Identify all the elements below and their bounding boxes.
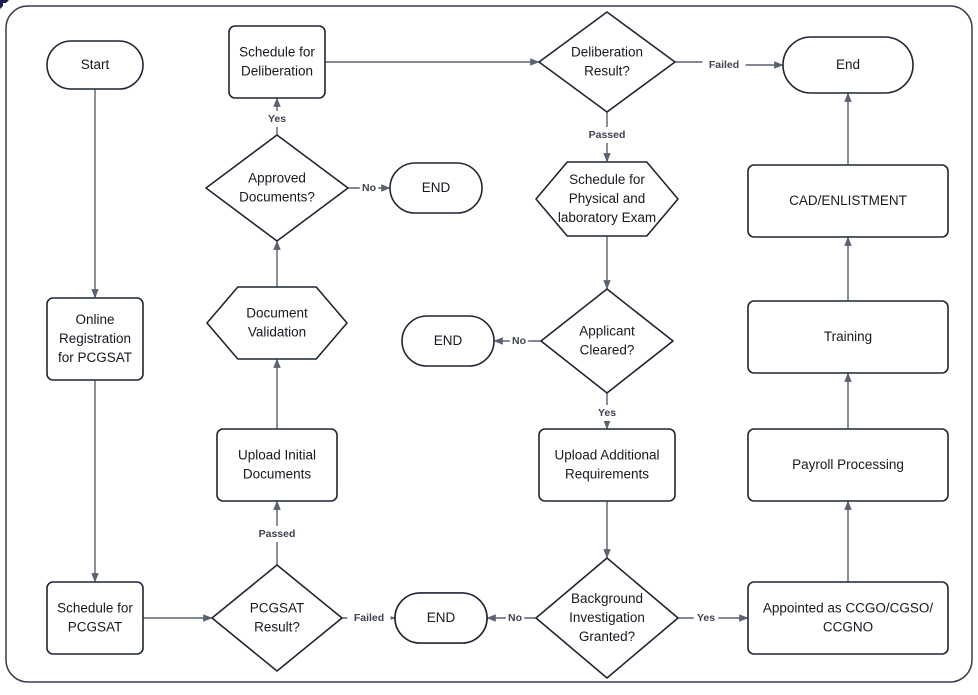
edge-label-bg_invest-appointed: Yes — [697, 612, 715, 624]
edge-label-bg — [359, 180, 379, 196]
node-cad[interactable]: CAD/ENLISTMENT — [747, 164, 949, 238]
node-shape-process — [46, 297, 144, 381]
node-shape-decision — [538, 11, 676, 113]
node-label-end_cleared: END — [434, 333, 463, 348]
edge-label-bg — [347, 610, 391, 626]
node-end_cleared[interactable]: END — [401, 315, 495, 367]
edge-label-app_cleared-upload_addl: Yes — [598, 407, 616, 419]
node-shape-process — [538, 428, 676, 502]
edge-label-approved_doc-end_docs: No — [362, 182, 376, 194]
edge-label-bg — [505, 610, 525, 626]
node-shape-process — [228, 25, 326, 99]
edge-label-app_cleared-end_cleared: No — [512, 335, 526, 347]
edge-label-bg — [509, 333, 529, 349]
diagram-frame — [5, 5, 973, 683]
node-shape-process — [747, 581, 949, 655]
node-label-training: Training — [824, 329, 872, 344]
node-label-appointed: Appointed as CCGO/CGSO/CCGNO — [763, 600, 934, 634]
node-label-payroll: Payroll Processing — [792, 457, 904, 472]
node-end_final[interactable]: End — [782, 36, 914, 94]
node-shape-process — [747, 164, 949, 238]
node-shape-process — [216, 428, 338, 502]
node-shape-terminator — [401, 315, 495, 367]
node-payroll[interactable]: Payroll Processing — [747, 428, 949, 502]
edge-label-approved_doc-sched_delib: Yes — [268, 113, 286, 125]
node-shape-decision — [205, 134, 349, 242]
edge-label-pcgsat_res-end_pcgsat: Failed — [354, 612, 384, 624]
node-label-start: Start — [81, 57, 110, 72]
node-shape-terminator — [394, 592, 488, 644]
corner-mark-icon — [0, 0, 9, 9]
edge-label-delib_res-sched_exam: Passed — [589, 129, 626, 141]
node-start[interactable]: Start — [46, 40, 144, 90]
node-shape-terminator — [389, 162, 483, 214]
node-shape-decision — [211, 564, 343, 672]
node-shape-terminator — [782, 36, 914, 94]
node-shape-decision — [535, 557, 679, 679]
node-label-end_docs: END — [422, 180, 451, 195]
edge-label-bg — [255, 526, 299, 542]
node-end_docs[interactable]: END — [389, 162, 483, 214]
edge-label-bg — [693, 610, 719, 626]
node-shape-decision — [540, 288, 674, 394]
edge-label-bg — [264, 111, 290, 127]
edge-label-bg — [702, 57, 746, 73]
node-training[interactable]: Training — [747, 300, 949, 374]
node-shape-hexagon — [535, 161, 679, 237]
edge-label-bg_invest-end_bg: No — [508, 612, 522, 624]
edge-label-bg — [594, 405, 620, 421]
node-shape-terminator — [46, 40, 144, 90]
node-label-end_final: End — [836, 57, 860, 72]
node-shape-hexagon — [206, 286, 348, 360]
edge-label-bg — [585, 127, 629, 143]
node-shape-process — [747, 300, 949, 374]
node-end_bg[interactable]: END — [394, 592, 488, 644]
node-shape-process — [747, 428, 949, 502]
node-label-cad: CAD/ENLISTMENT — [789, 193, 907, 208]
node-label-end_bg: END — [427, 610, 456, 625]
node-shape-process — [46, 581, 144, 655]
edge-label-delib_res-end_final: Failed — [709, 59, 739, 71]
edge-label-pcgsat_res-upload_init: Passed — [259, 528, 296, 540]
node-appointed[interactable]: Appointed as CCGO/CGSO/CCGNO — [747, 581, 949, 655]
